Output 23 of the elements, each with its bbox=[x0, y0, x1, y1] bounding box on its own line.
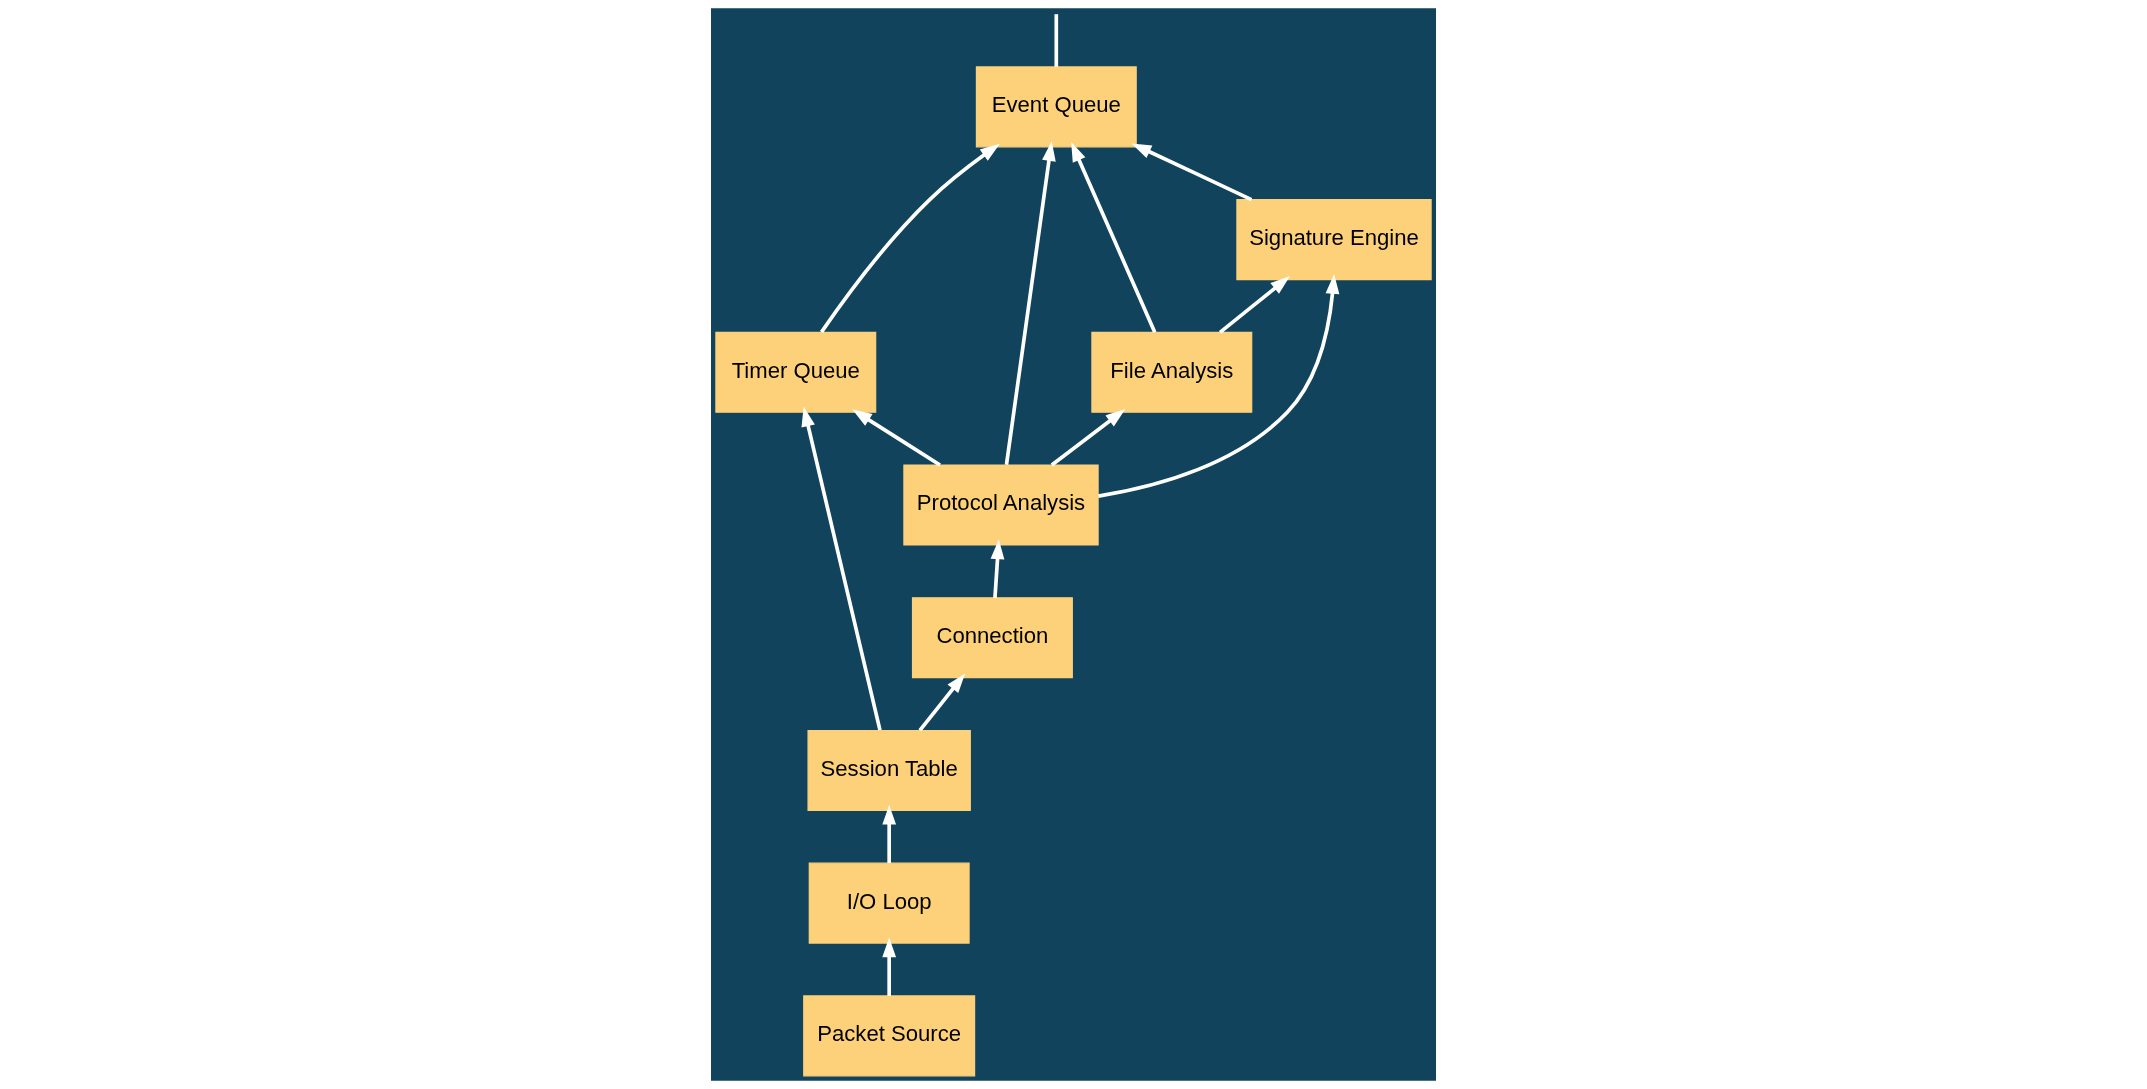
node-box: Protocol Analysis bbox=[903, 464, 1099, 546]
arrow bbox=[1098, 274, 1340, 498]
node-box: File Analysis bbox=[1091, 331, 1253, 413]
arrow bbox=[1004, 141, 1056, 465]
arrow bbox=[852, 409, 941, 467]
node-box: Timer Queue bbox=[715, 331, 877, 413]
node-box: I/O Loop bbox=[808, 862, 970, 944]
node-box: Connection bbox=[911, 597, 1073, 679]
connector bbox=[1054, 14, 1059, 67]
node-box: Signature Engine bbox=[1236, 199, 1432, 281]
arrow bbox=[882, 804, 897, 864]
node-box: Event Queue bbox=[975, 66, 1137, 148]
arrow bbox=[882, 937, 897, 996]
node-box: Packet Source bbox=[803, 995, 976, 1077]
arrow bbox=[1131, 143, 1253, 202]
arrow bbox=[801, 406, 882, 731]
arrow bbox=[819, 143, 1000, 334]
arrow bbox=[1071, 141, 1157, 333]
arrow bbox=[1218, 276, 1291, 334]
node-box: Session Table bbox=[807, 729, 971, 811]
arrow bbox=[918, 673, 966, 732]
arrow bbox=[990, 539, 1005, 598]
arrow bbox=[1050, 408, 1126, 467]
